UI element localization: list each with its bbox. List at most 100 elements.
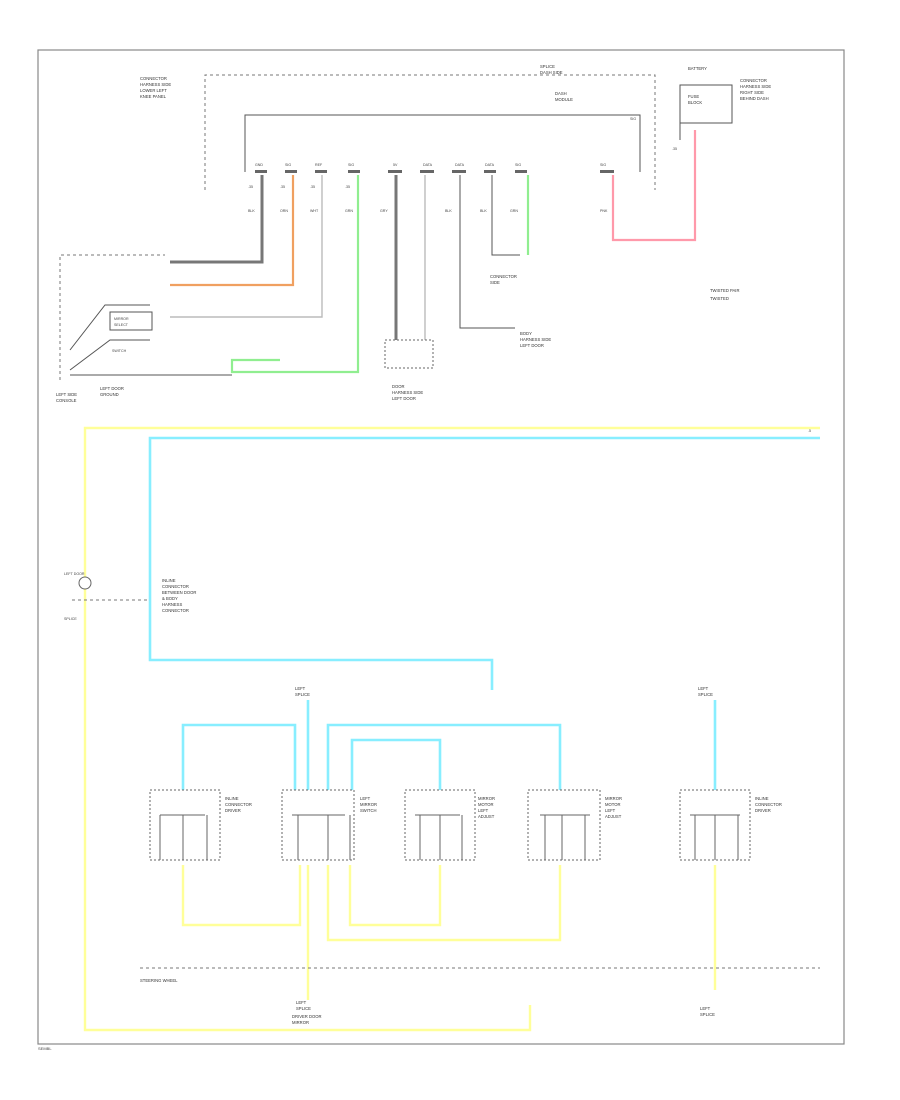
svg-text:MIRROR: MIRROR — [478, 796, 495, 801]
svg-text:MIRROR: MIRROR — [114, 317, 129, 321]
svg-text:& BODY: & BODY — [162, 596, 178, 601]
module-pin-labels: GND SIG REF SIG 5V DATA DATA DATA SIG SI… — [255, 117, 636, 167]
component-1: INLINE CONNECTOR DRIVER — [149, 789, 252, 861]
footer-label: SEMBL — [38, 1046, 52, 1051]
right-connector-label: BODY HARNESS SIDE LEFT DOOR — [520, 331, 551, 348]
svg-text:DRIVER DOOR: DRIVER DOOR — [292, 1014, 322, 1019]
svg-text:DATA: DATA — [455, 163, 465, 167]
svg-text:INLINE: INLINE — [755, 796, 769, 801]
svg-text:INLINE: INLINE — [225, 796, 239, 801]
svg-text:SIG: SIG — [630, 117, 636, 121]
svg-text:RIGHT SIDE: RIGHT SIDE — [740, 90, 764, 95]
svg-text:REF: REF — [315, 163, 323, 167]
svg-text:SIG: SIG — [515, 163, 521, 167]
svg-text:MIRROR: MIRROR — [360, 802, 377, 807]
module-pins — [255, 170, 614, 173]
svg-text:LEFT SIDE: LEFT SIDE — [56, 392, 77, 397]
svg-text:SIG: SIG — [348, 163, 354, 167]
svg-text:DASH SIDE: DASH SIDE — [540, 70, 563, 75]
svg-text:LEFT DOOR: LEFT DOOR — [64, 572, 85, 576]
yellow-ret-d — [348, 865, 442, 927]
svg-text:DASH: DASH — [555, 91, 567, 96]
cyan-bus-c — [326, 723, 562, 790]
switch-body — [109, 311, 153, 331]
svg-text:TWISTED: TWISTED — [710, 296, 729, 301]
tr-connector-label: CONNECTOR HARNESS SIDE RIGHT SIDE BEHIND… — [740, 78, 771, 101]
bottom-right-bottom-label: LEFT SPLICE — [700, 1006, 715, 1017]
wire-k-data2 — [459, 175, 515, 329]
diagram-frame — [37, 49, 845, 1045]
component-pins — [159, 814, 740, 860]
svg-text:.35: .35 — [672, 147, 677, 151]
fuse-block-label: BATTERY FUSE BLOCK — [688, 66, 707, 105]
svg-text:DATA: DATA — [423, 163, 433, 167]
svg-text:.35: .35 — [280, 185, 285, 189]
svg-text:MIRROR: MIRROR — [605, 796, 622, 801]
cyan-bus-d — [350, 738, 442, 790]
switch-contact-2 — [69, 339, 150, 371]
svg-text:.35: .35 — [345, 185, 350, 189]
svg-text:HARNESS SIDE: HARNESS SIDE — [392, 390, 423, 395]
svg-text:SPLICE: SPLICE — [64, 617, 77, 621]
cyan-bus-a — [181, 723, 297, 790]
svg-text:HARNESS SIDE: HARNESS SIDE — [520, 337, 551, 342]
svg-text:SIG: SIG — [600, 163, 606, 167]
svg-text:CONNECTOR: CONNECTOR — [140, 76, 167, 81]
svg-text:BLK: BLK — [445, 209, 452, 213]
svg-text:5V: 5V — [393, 163, 398, 167]
component-5: INLINE CONNECTOR DRIVER — [679, 789, 782, 861]
wire-labels-top: .35 BLK .35 ORN .35 WHT .35 GRN GRY BLK … — [248, 147, 677, 213]
svg-text:SPLICE: SPLICE — [698, 692, 713, 697]
cyan-end-label: .5 — [808, 429, 811, 433]
svg-text:DOOR: DOOR — [392, 384, 405, 389]
center-connector-label: DOOR HARNESS SIDE LEFT DOOR — [392, 384, 423, 401]
mid-left-label: INLINE CONNECTOR BETWEEN DOOR & BODY HAR… — [162, 578, 196, 613]
svg-text:HARNESS SIDE: HARNESS SIDE — [140, 82, 171, 87]
driver-door-mirror-label: DRIVER DOOR MIRROR — [292, 1014, 322, 1025]
left-switch-outline — [59, 254, 165, 380]
fuse-block — [679, 84, 733, 124]
svg-text:BLK: BLK — [480, 209, 487, 213]
svg-text:MOTOR: MOTOR — [605, 802, 621, 807]
svg-text:GROUND: GROUND — [100, 392, 119, 397]
svg-text:FUSE: FUSE — [688, 94, 699, 99]
wire-pink — [611, 130, 697, 242]
svg-text:CONNECTOR: CONNECTOR — [490, 274, 517, 279]
switch-mirror-label: MIRROR SELECT — [114, 317, 129, 327]
svg-text:LEFT: LEFT — [360, 796, 371, 801]
svg-text:LEFT: LEFT — [478, 808, 489, 813]
wire-white-ref — [170, 175, 323, 318]
left-ground-label: LEFT DOOR GROUND — [100, 386, 124, 397]
svg-text:ADJUST: ADJUST — [478, 814, 495, 819]
svg-text:GRN: GRN — [510, 209, 518, 213]
top-splice-label: SPLICE DASH SIDE — [540, 64, 563, 75]
center-note-label: CONNECTOR SIDE — [490, 274, 517, 285]
svg-text:LEFT: LEFT — [296, 1000, 307, 1005]
svg-text:BLOCK: BLOCK — [688, 100, 702, 105]
svg-text:LEFT: LEFT — [605, 808, 616, 813]
wire-orange-sig — [170, 175, 295, 287]
svg-text:WHT: WHT — [310, 209, 319, 213]
module-label: DASH MODULE — [555, 91, 573, 102]
steering-wheel-label: STEERING WHEEL — [140, 978, 178, 983]
svg-text:SELECT: SELECT — [114, 323, 129, 327]
module-box — [244, 114, 641, 172]
svg-text:MOTOR: MOTOR — [478, 802, 494, 807]
ground-splice-node — [78, 576, 92, 590]
svg-text:LEFT: LEFT — [700, 1006, 711, 1011]
svg-text:BETWEEN DOOR: BETWEEN DOOR — [162, 590, 196, 595]
switch-contact-1 — [69, 304, 150, 351]
yellow-ret-c — [326, 865, 562, 942]
tl-connector-label: CONNECTOR HARNESS SIDE LOWER LEFT KNEE P… — [140, 76, 171, 99]
wire-cyan-main — [148, 436, 820, 690]
svg-text:DATA: DATA — [485, 163, 495, 167]
center-connector — [384, 339, 434, 369]
svg-text:CONNECTOR: CONNECTOR — [740, 78, 767, 83]
svg-text:MIRROR: MIRROR — [292, 1020, 309, 1025]
svg-text:GRY: GRY — [380, 209, 388, 213]
switch-assembly-label: LEFT SIDE CONSOLE — [56, 392, 77, 403]
svg-text:ORN: ORN — [280, 209, 288, 213]
bottom-left-top-label: LEFT SPLICE — [295, 686, 310, 697]
svg-text:KNEE PANEL: KNEE PANEL — [140, 94, 167, 99]
